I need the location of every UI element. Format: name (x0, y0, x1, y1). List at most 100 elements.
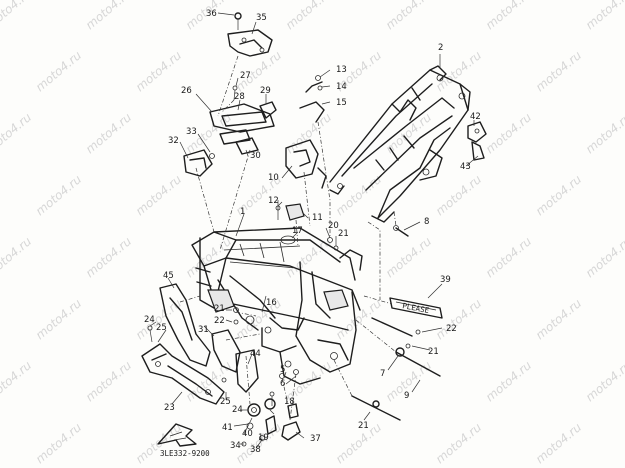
callout-number: 8 (424, 217, 429, 227)
front-brackets[interactable] (275, 75, 339, 251)
watermark-text: moto4.ru (533, 296, 584, 342)
watermark-text: moto4.ru (483, 0, 534, 32)
watermark-text: moto4.ru (533, 172, 584, 218)
callout-number: 35 (256, 13, 267, 23)
callout-number: 21 (214, 304, 225, 314)
watermark-text: moto4.ru (283, 110, 334, 156)
callout-number: 2 (438, 43, 443, 53)
watermark-text: moto4.ru (83, 0, 134, 32)
watermark-text: moto4.ru (33, 420, 84, 466)
upper-brackets[interactable] (183, 12, 277, 177)
callout-number: 16 (266, 298, 277, 308)
watermark-text: moto4.ru (0, 234, 34, 280)
watermark-text: moto4.ru (133, 296, 184, 342)
watermark-text: moto4.ru (83, 234, 134, 280)
main-frame[interactable] (191, 227, 363, 385)
watermark-text: moto4.ru (433, 296, 484, 342)
watermark-text: moto4.ru (583, 358, 625, 404)
callout-number: 39 (440, 275, 451, 285)
watermark-text: moto4.ru (483, 234, 534, 280)
watermark-text: moto4.ru (133, 48, 184, 94)
callout-number: 27 (240, 71, 251, 81)
watermark-text: moto4.ru (383, 0, 434, 32)
callout-number: 13 (336, 65, 347, 75)
callout-number: 14 (336, 82, 347, 92)
callout-number: 25 (220, 397, 231, 407)
callout-number: 19 (258, 433, 269, 443)
through-bolts[interactable] (351, 225, 441, 421)
callout-number: 21 (358, 421, 369, 431)
watermark-text: moto4.ru (33, 296, 84, 342)
callout-number: 33 (186, 127, 197, 137)
rear-subframe[interactable] (329, 65, 487, 223)
callout-number: 21 (338, 229, 349, 239)
callout-number: 40 (242, 429, 253, 439)
watermark-text: moto4.ru (533, 420, 584, 466)
watermark-text: moto4.ru (583, 234, 625, 280)
side-covers[interactable] (147, 283, 259, 393)
watermark-text: moto4.ru (33, 172, 84, 218)
callout-number: 6 (280, 379, 285, 389)
callout-number: 24 (232, 405, 243, 415)
callout-number: 10 (268, 173, 279, 183)
callout-number: 37 (310, 434, 321, 444)
callout-number: 25 (156, 323, 167, 333)
callout-number: 24 (144, 315, 155, 325)
callout-number: 18 (284, 397, 295, 407)
callout-number: 43 (460, 162, 471, 172)
callout-number: 7 (380, 369, 385, 379)
callout-number: 42 (470, 112, 481, 122)
callout-number: 26 (181, 86, 192, 96)
watermark-text: moto4.ru (383, 234, 434, 280)
callout-number: 11 (312, 213, 323, 223)
callout-number: 5 (280, 365, 285, 375)
callout-number: 36 (206, 9, 217, 19)
assembly-lines (179, 55, 397, 421)
callout-number: 1 (240, 207, 245, 217)
callout-number: 15 (336, 98, 347, 108)
callout-number: 29 (260, 86, 271, 96)
watermark-text: moto4.ru (433, 48, 484, 94)
watermark-text: moto4.ru (583, 110, 625, 156)
callout-number: 31 (198, 325, 209, 335)
callout-number: 44 (250, 349, 261, 359)
watermark-text: moto4.ru (133, 172, 184, 218)
lower-bracket[interactable] (141, 343, 227, 405)
watermark-text: moto4.ru (0, 358, 34, 404)
callout-number: 17 (292, 226, 303, 236)
callout-number: 23 (164, 403, 175, 413)
watermark-text: moto4.ru (83, 110, 134, 156)
callout-number: 28 (234, 92, 245, 102)
callout-number: 30 (250, 151, 261, 161)
watermark-text: moto4.ru (0, 0, 34, 32)
watermark-text: moto4.ru (433, 420, 484, 466)
callout-number: 20 (328, 221, 339, 231)
watermark-text: moto4.ru (0, 110, 34, 156)
diagram-code: 3LE332-9200 (160, 449, 210, 458)
callout-number: 21 (428, 347, 439, 357)
callout-number: 38 (250, 445, 261, 455)
callout-number: 22 (446, 324, 457, 334)
watermark-text: moto4.ru (283, 0, 334, 32)
callout-number: 22 (214, 316, 225, 326)
watermark-text: moto4.ru (583, 0, 625, 32)
watermark-text: moto4.ru (83, 358, 134, 404)
callout-number: 34 (230, 441, 241, 451)
callout-number: 12 (268, 196, 279, 206)
watermark-text: moto4.ru (433, 172, 484, 218)
label-plate-39: PLEASE (389, 297, 443, 319)
callout-number: 45 (163, 271, 174, 281)
leader-lines (149, 12, 479, 449)
callout-number: 41 (222, 423, 233, 433)
callout-number: 32 (168, 136, 179, 146)
watermark-text: moto4.ru (533, 48, 584, 94)
watermark-text: moto4.ru (33, 48, 84, 94)
front-arrow-icon (157, 423, 197, 447)
watermark-text: moto4.ru (483, 110, 534, 156)
watermark-text: moto4.ru (483, 358, 534, 404)
callout-number: 9 (404, 391, 409, 401)
